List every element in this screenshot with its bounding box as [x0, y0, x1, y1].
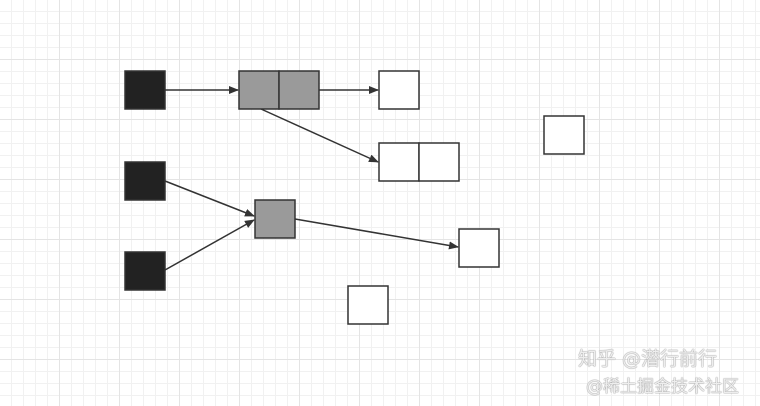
leaf-node-1	[378, 70, 420, 110]
leaf-node-2-right	[418, 142, 460, 182]
arrow-root3-to-node-b	[164, 219, 255, 271]
leaf-node-3	[458, 228, 500, 268]
node-a-right	[278, 70, 320, 110]
orphan-node-2	[347, 285, 389, 325]
node-a-left	[238, 70, 280, 110]
arrow-root2-to-node-b	[164, 180, 255, 217]
watermark-zhihu: 知乎 @潜行前行	[578, 348, 718, 370]
orphan-node-1	[543, 115, 585, 155]
root-node-2	[124, 161, 166, 201]
root-node-3	[124, 251, 166, 291]
watermark-juejin: @稀土掘金技术社区	[586, 377, 739, 397]
node-b	[254, 199, 296, 239]
leaf-node-2-left	[378, 142, 420, 182]
root-node-1	[124, 70, 166, 110]
arrow-node-a-to-leaf-2	[260, 108, 379, 163]
arrow-node-b-to-leaf-3	[294, 218, 459, 250]
